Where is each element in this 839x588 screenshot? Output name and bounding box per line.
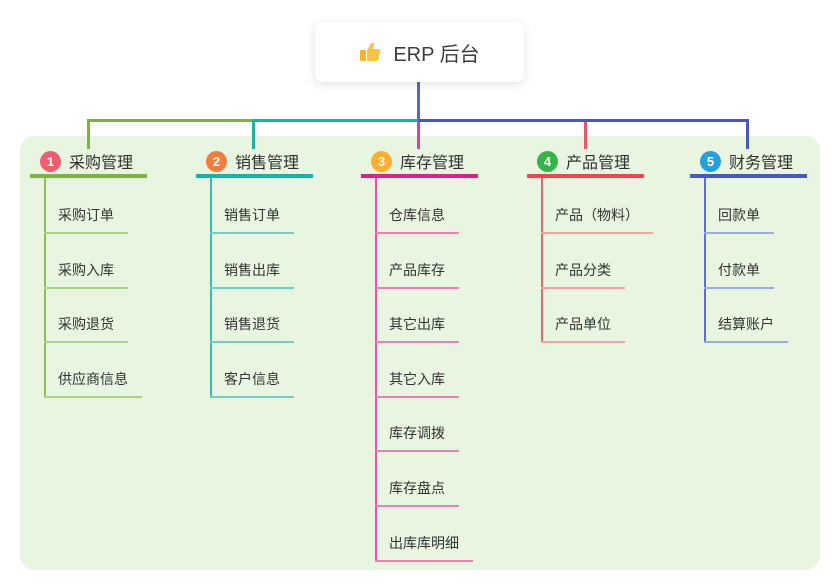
- branch-finance-underline: [690, 174, 807, 178]
- branch-finance-header[interactable]: 5 财务管理: [690, 148, 807, 174]
- branch-finance-title: 财务管理: [729, 155, 794, 172]
- node-receipt-order[interactable]: 回款单: [704, 204, 774, 234]
- node-product-stock[interactable]: 产品库存: [375, 259, 459, 289]
- branch-sales-title: 销售管理: [235, 155, 300, 172]
- branch-purchase-badge: 1: [40, 150, 61, 172]
- node-supplier-info[interactable]: 供应商信息: [44, 368, 142, 398]
- branch-inventory-badge: 3: [371, 150, 392, 172]
- branch-product-title: 产品管理: [566, 155, 631, 172]
- rail-segment-finance: [418, 119, 749, 122]
- node-stock-taking[interactable]: 库存盘点: [375, 477, 459, 507]
- branch-inventory-underline: [361, 174, 478, 178]
- node-warehouse-info[interactable]: 仓库信息: [375, 204, 459, 234]
- branch-purchase-title: 采购管理: [69, 155, 134, 172]
- root-node[interactable]: ERP 后台: [315, 22, 524, 82]
- drop-line-finance: [746, 120, 749, 149]
- drop-line-product: [584, 122, 587, 149]
- branch-sales-header[interactable]: 2 销售管理: [196, 148, 313, 174]
- node-purchase-order[interactable]: 采购订单: [44, 204, 128, 234]
- branch-inventory-title: 库存管理: [400, 155, 465, 172]
- drop-line-sales: [252, 120, 255, 149]
- drop-line-inventory: [417, 122, 420, 149]
- node-product-unit[interactable]: 产品单位: [541, 313, 625, 343]
- branch-sales-underline: [196, 174, 313, 178]
- node-sales-return[interactable]: 销售退货: [210, 313, 294, 343]
- node-purchase-return[interactable]: 采购退货: [44, 313, 128, 343]
- node-product-material[interactable]: 产品（物料）: [541, 204, 653, 234]
- node-payment-order[interactable]: 付款单: [704, 259, 774, 289]
- branch-product: 4 产品管理 产品（物料） 产品分类 产品单位: [527, 148, 653, 343]
- node-customer-info[interactable]: 客户信息: [210, 368, 294, 398]
- branch-product-badge: 4: [537, 150, 558, 172]
- node-other-outbound[interactable]: 其它出库: [375, 313, 459, 343]
- branch-sales: 2 销售管理 销售订单 销售出库 销售退货 客户信息: [196, 148, 313, 398]
- thumbs-up-icon: [360, 43, 381, 61]
- node-product-category[interactable]: 产品分类: [541, 259, 625, 289]
- node-other-inbound[interactable]: 其它入库: [375, 368, 459, 398]
- branch-sales-badge: 2: [206, 150, 227, 172]
- rail-segment-purchase: [87, 119, 254, 122]
- drop-line-purchase: [87, 120, 90, 149]
- root-connector-line: [417, 82, 420, 120]
- branch-product-underline: [527, 174, 644, 178]
- branch-inventory: 3 库存管理 仓库信息 产品库存 其它出库 其它入库 库存调拨 库存盘点 出库库…: [361, 148, 478, 562]
- branch-finance-stem: [704, 178, 706, 342]
- node-stock-transfer[interactable]: 库存调拨: [375, 422, 459, 452]
- branch-purchase-header[interactable]: 1 采购管理: [30, 148, 147, 174]
- branch-finance-badge: 5: [700, 150, 721, 172]
- branch-product-stem: [541, 178, 543, 342]
- node-sales-outbound[interactable]: 销售出库: [210, 259, 294, 289]
- mindmap-panel: [20, 136, 820, 570]
- node-settlement-account[interactable]: 结算账户: [704, 313, 788, 343]
- branch-purchase-underline: [30, 174, 147, 178]
- rail-segment-sales: [252, 119, 419, 122]
- node-outbound-detail[interactable]: 出库库明细: [375, 532, 473, 562]
- branch-inventory-header[interactable]: 3 库存管理: [361, 148, 478, 174]
- branch-finance: 5 财务管理 回款单 付款单 结算账户: [690, 148, 807, 343]
- branch-product-header[interactable]: 4 产品管理: [527, 148, 644, 174]
- node-purchase-inbound[interactable]: 采购入库: [44, 259, 128, 289]
- node-sales-order[interactable]: 销售订单: [210, 204, 294, 234]
- branch-purchase: 1 采购管理 采购订单 采购入库 采购退货 供应商信息: [30, 148, 147, 398]
- root-title: ERP 后台: [393, 43, 480, 66]
- branch-inventory-stem: [375, 178, 377, 561]
